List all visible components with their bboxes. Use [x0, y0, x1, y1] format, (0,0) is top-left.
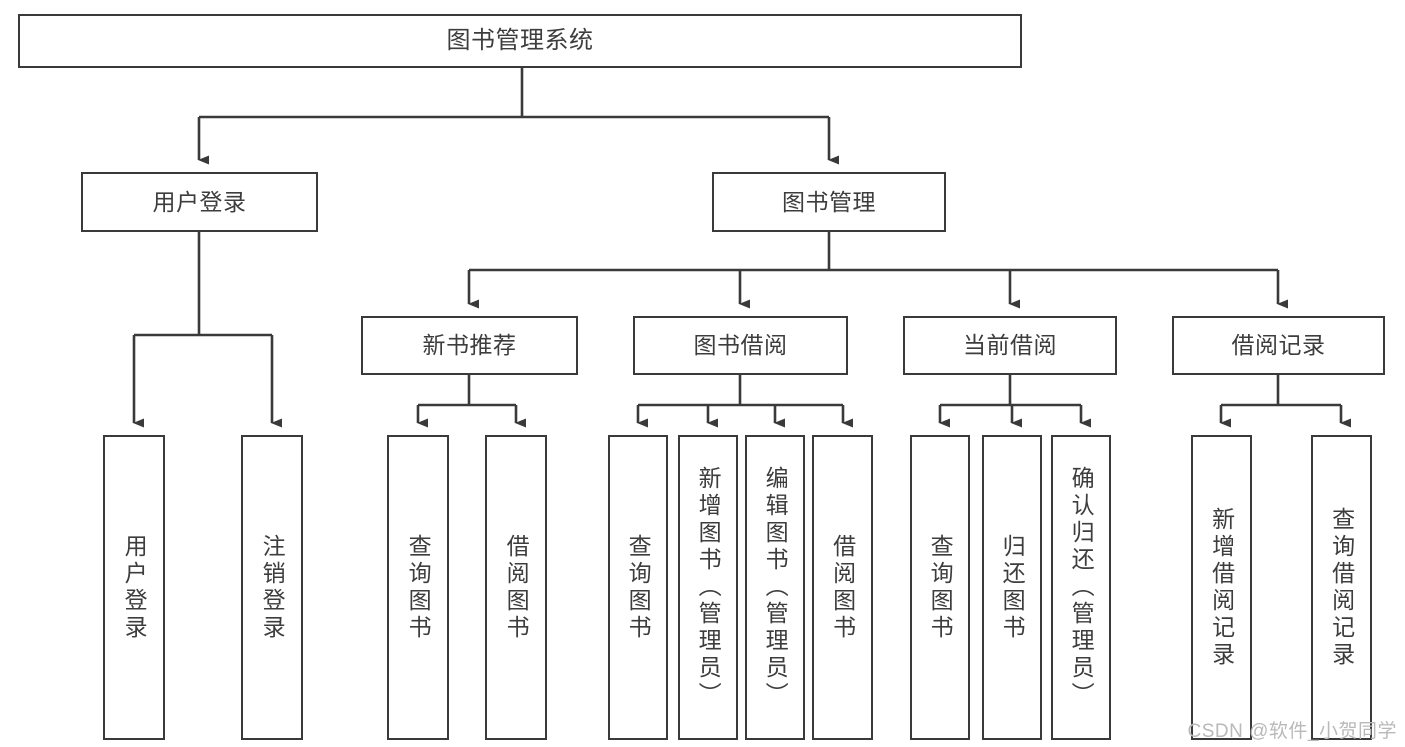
leaf-node-edit-book[interactable]: 编辑图书（管理员） — [745, 435, 805, 740]
node-label: 借阅图书 — [503, 533, 530, 642]
node-label: 新增借阅记录 — [1208, 506, 1235, 669]
node-label: 查询图书 — [405, 533, 432, 642]
node-label: 图书管理系统 — [446, 27, 594, 55]
node-label: 新增图书（管理员） — [695, 466, 722, 709]
node-user-login[interactable]: 用户登录 — [81, 172, 318, 232]
leaf-node-logout-login[interactable]: 注销登录 — [241, 435, 303, 740]
node-book-management[interactable]: 图书管理 — [712, 172, 946, 232]
node-label: 新书推荐 — [422, 332, 517, 359]
node-book-borrow[interactable]: 图书借阅 — [633, 316, 848, 375]
node-label: 用户登录 — [121, 533, 148, 642]
node-borrow-record[interactable]: 借阅记录 — [1172, 316, 1385, 375]
leaf-node-add-book[interactable]: 新增图书（管理员） — [678, 435, 738, 740]
node-label: 用户登录 — [152, 188, 247, 215]
leaf-node-user-login[interactable]: 用户登录 — [103, 435, 165, 740]
node-label: 查询图书 — [927, 533, 954, 642]
node-current-borrow[interactable]: 当前借阅 — [903, 316, 1117, 375]
node-label: 查询借阅记录 — [1328, 506, 1355, 669]
node-root-system[interactable]: 图书管理系统 — [18, 14, 1022, 68]
node-label: 当前借阅 — [963, 332, 1057, 359]
node-label: 查询图书 — [625, 533, 652, 642]
node-label: 编辑图书（管理员） — [762, 466, 789, 709]
node-label: 注销登录 — [259, 533, 286, 642]
leaf-node-query-book-recommend[interactable]: 查询图书 — [387, 435, 449, 740]
node-label: 图书借阅 — [693, 332, 788, 359]
leaf-node-borrow-book-recommend[interactable]: 借阅图书 — [485, 435, 547, 740]
node-label: 图书管理 — [782, 188, 876, 215]
leaf-node-query-borrow-record[interactable]: 查询借阅记录 — [1311, 435, 1372, 740]
node-label: 借阅图书 — [829, 533, 856, 642]
leaf-node-confirm-return[interactable]: 确认归还（管理员） — [1051, 435, 1111, 740]
node-label: 借阅记录 — [1231, 332, 1326, 359]
node-label: 归还图书 — [999, 533, 1026, 642]
leaf-node-return-book[interactable]: 归还图书 — [982, 435, 1042, 740]
node-new-book-recommend[interactable]: 新书推荐 — [361, 316, 578, 375]
leaf-node-query-book-current[interactable]: 查询图书 — [910, 435, 970, 740]
node-label: 确认归还（管理员） — [1068, 466, 1095, 709]
leaf-node-add-borrow-record[interactable]: 新增借阅记录 — [1191, 435, 1252, 740]
leaf-node-borrow-book[interactable]: 借阅图书 — [812, 435, 873, 740]
leaf-node-query-book-borrow[interactable]: 查询图书 — [608, 435, 668, 740]
